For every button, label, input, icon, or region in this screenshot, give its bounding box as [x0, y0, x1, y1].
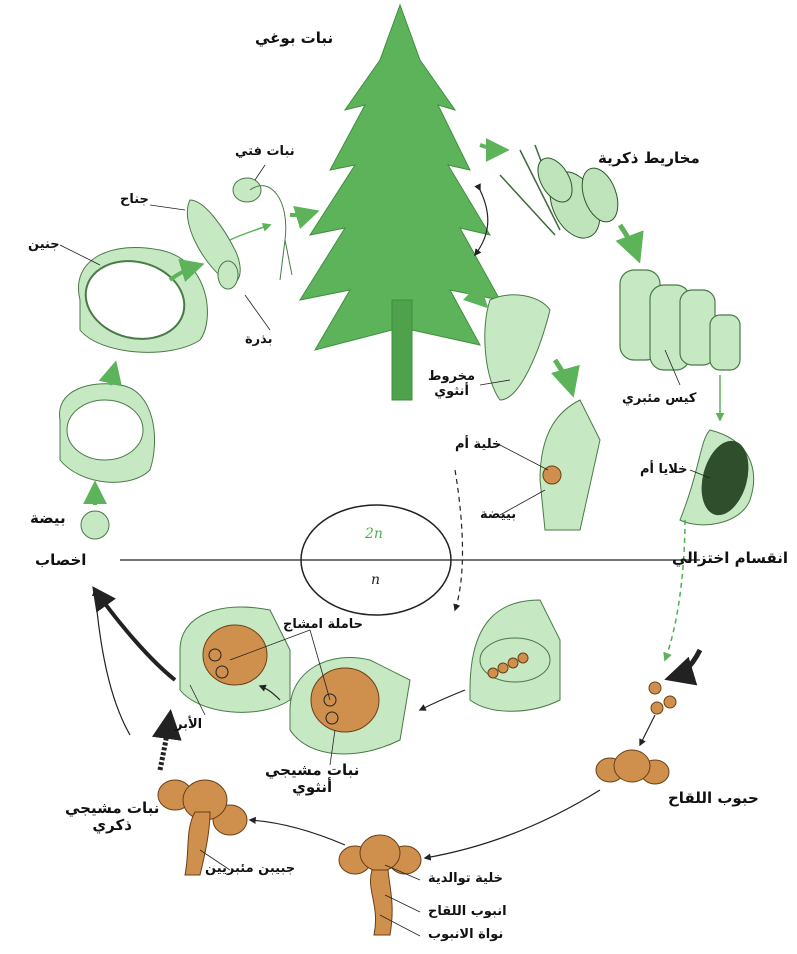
label-male-cones: مخاريط ذكرية	[598, 149, 700, 167]
label-female-gametophyte: نبات مشيجي أنثوي	[265, 761, 360, 797]
male-cones	[499, 144, 619, 239]
germinating-pollen	[338, 834, 422, 936]
label-archegonium: حاملة امشاج	[283, 617, 363, 632]
label-meiosis: انقسام اختزالي	[672, 549, 789, 567]
label-microsporangium: كيس مئبري	[622, 391, 697, 406]
male-gametophyte-shape	[157, 779, 248, 876]
egg-shape	[80, 510, 110, 540]
seed-shape	[78, 246, 208, 353]
seedling	[232, 177, 293, 281]
microsporangium-sac	[679, 429, 755, 526]
label-egg: بيضة	[30, 509, 66, 527]
ploidy-oval	[300, 504, 452, 616]
haploid-label: n	[371, 572, 381, 588]
microsporangia	[619, 269, 741, 371]
label-pollen-grains: حبوب اللقاح	[668, 789, 759, 807]
label-fertilization: اخصاب	[35, 551, 87, 569]
label-seed: بذرة	[245, 332, 273, 347]
label-seedling: نبات فتي	[235, 144, 295, 159]
pine-tree	[298, 3, 501, 401]
winged-pollen	[595, 749, 670, 785]
pollen-grains	[648, 681, 677, 715]
label-pointer-lines	[59, 164, 711, 937]
label-embryo: جنين	[28, 237, 60, 252]
label-male-gametophyte: نبات مشيجي ذكري	[65, 799, 160, 835]
ovule-mature-1	[179, 606, 291, 713]
label-ovule: بييضة	[480, 507, 517, 522]
winged-seed	[186, 199, 241, 290]
label-micropyle: الأبر	[175, 717, 203, 732]
female-cone	[484, 294, 551, 401]
label-female-cone: مخروط أنثوي	[428, 369, 476, 399]
label-mother-cell: خلية أم	[455, 437, 502, 452]
ovule-mature-2	[289, 656, 411, 755]
cycle-arrows	[83, 137, 725, 861]
label-pollen-tube: انبوب اللقاح	[428, 904, 507, 919]
ovule-meiosis	[469, 599, 561, 712]
label-sperm-nuclei: جبيبن مئبريين	[205, 861, 296, 876]
diploid-label: 2n	[365, 526, 383, 542]
label-mother-cells: خلايا أم	[640, 462, 688, 477]
developing-embryo	[59, 383, 156, 483]
label-tube-nucleus: نواة الانبوب	[428, 927, 504, 942]
label-wing: جناح	[120, 192, 149, 207]
label-sporophyte: نبات بوغي	[255, 29, 334, 47]
ovule-mother-cell	[539, 399, 601, 531]
label-generative-cell: خلية توالدية	[428, 871, 504, 886]
